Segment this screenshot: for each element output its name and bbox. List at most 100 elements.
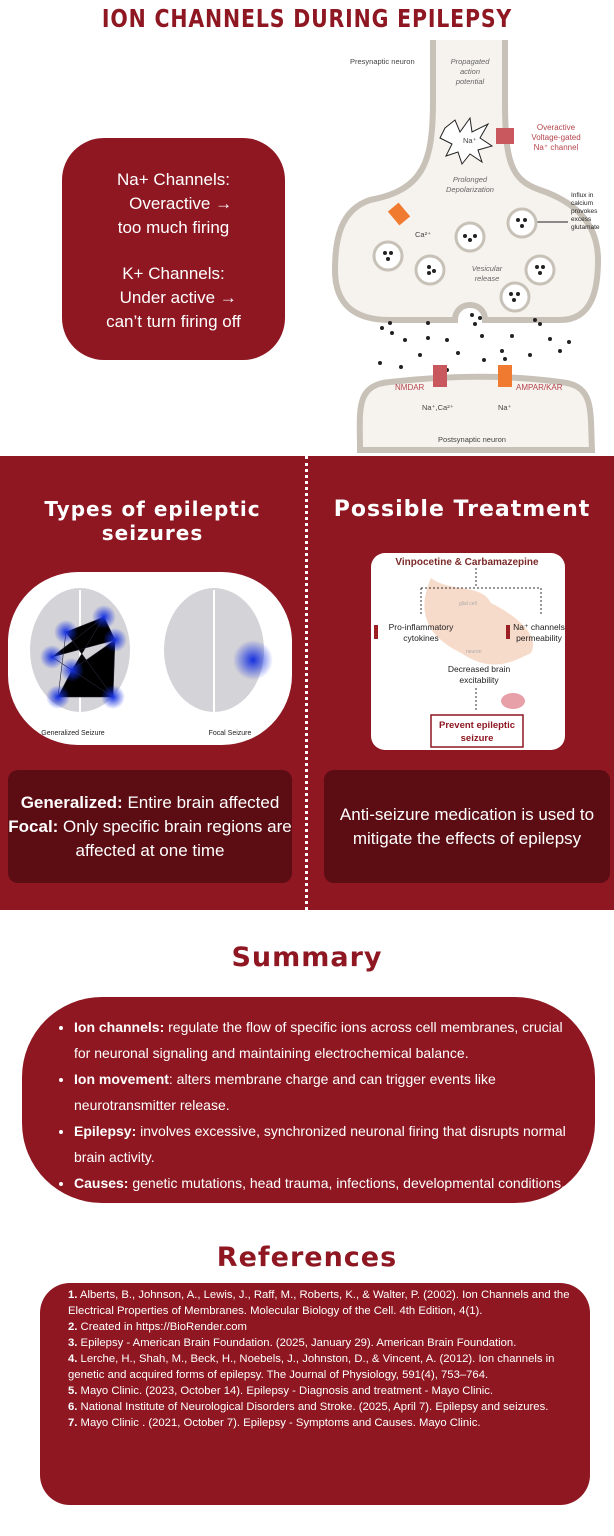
neurotransmitter-dot <box>470 313 474 317</box>
neurotransmitter-dot <box>403 338 407 342</box>
neurotransmitter-dot <box>378 361 382 365</box>
diagram-label: Voltage-gated <box>531 133 580 142</box>
diagram-label: Overactive <box>537 123 576 132</box>
postsynaptic-label: Postsynaptic neuron <box>438 435 506 444</box>
neurotransmitter-dot <box>418 353 422 357</box>
neurotransmitter-dot <box>535 265 539 269</box>
diagram-label: seizure <box>461 733 494 744</box>
generalized-text: Entire brain affected <box>122 792 280 812</box>
nmdar-ions-label: Na⁺,Ca²⁺ <box>422 403 454 412</box>
neurotransmitter-dot <box>533 318 537 322</box>
diagram-label: Prevent epileptic <box>439 720 515 731</box>
seizure-types-box: Generalized: Entire brain affected Focal… <box>8 770 292 883</box>
k-line: can’t turn firing off <box>106 312 241 331</box>
neurotransmitter-dot <box>509 292 513 296</box>
neurotransmitter-dot <box>538 322 542 326</box>
neurotransmitter-dot <box>426 336 430 340</box>
diagram-label: glutamate <box>571 224 600 231</box>
diagram-label: action <box>460 67 480 76</box>
neurotransmitter-dot <box>480 334 484 338</box>
reference-item: 7. Mayo Clinic . (2021, October 7). Epil… <box>68 1417 481 1429</box>
neurotransmitter-dot <box>380 326 384 330</box>
generalized-caption: Generalized Seizure <box>41 730 105 737</box>
references-heading: References <box>216 1242 398 1273</box>
neuron-label: neuron <box>466 649 482 655</box>
diagram-label: potential <box>455 77 485 86</box>
na-heading: Na+ Channels: <box>117 170 230 189</box>
diagram-label: Decreased brain <box>448 664 511 674</box>
ca-label: Ca²⁺ <box>415 230 431 239</box>
diagram-label: Vesicular <box>472 264 503 273</box>
neurotransmitter-dot <box>463 234 467 238</box>
focal-caption: Focal Seizure <box>209 730 252 737</box>
neurotransmitter-dot <box>482 358 486 362</box>
treatment-heading: Possible Treatment <box>333 497 591 522</box>
ion-channel-box: Na+ Channels: Overactive → too much firi… <box>62 138 285 360</box>
reference-item: 4. Lerche, H., Shah, M., Beck, H., Noebe… <box>68 1353 555 1381</box>
neurotransmitter-dot <box>503 357 507 361</box>
diagram-label: excess <box>571 216 592 223</box>
reference-item: 5. Mayo Clinic. (2023, October 14). Epil… <box>68 1385 494 1397</box>
summary-box: Ion channels: regulate the flow of speci… <box>22 997 595 1217</box>
neurotransmitter-dot <box>473 322 477 326</box>
down-arrow-icon <box>506 625 510 639</box>
types-heading: Types of epileptic seizures <box>44 497 261 545</box>
summary-item: Causes: genetic mutations, head trauma, … <box>74 1171 575 1222</box>
down-arrow-icon <box>374 625 378 639</box>
neurotransmitter-dot <box>445 338 449 342</box>
action-potential-burst-icon <box>439 116 494 166</box>
diagram-label: Depolarization <box>446 185 494 194</box>
neurotransmitter-dot <box>388 321 392 325</box>
seizure-brain-image: Generalized Seizure Focal Seizure <box>8 572 292 745</box>
neurotransmitter-dot <box>541 265 545 269</box>
diagram-label: Na⁺ channels <box>513 622 565 632</box>
neurotransmitter-dot <box>558 349 562 353</box>
neurotransmitter-dot <box>427 265 431 269</box>
focal-label: Focal: <box>8 816 59 836</box>
summary-item: Ion channels: regulate the flow of speci… <box>74 1015 575 1066</box>
na-channel-icon <box>496 128 514 144</box>
treatment-diagram: Vinpocetine & Carbamazepine glial cell n… <box>371 553 565 750</box>
neurotransmitter-dot <box>426 321 430 325</box>
diagram-label: Influx in <box>571 192 594 199</box>
ampar-label: AMPAR/KAR <box>516 383 563 392</box>
diagram-label: excitability <box>459 675 499 685</box>
reference-item: 3. Epilepsy - American Brain Foundation.… <box>68 1337 517 1349</box>
dotted-divider <box>305 456 308 910</box>
neurotransmitter-dot <box>456 351 460 355</box>
neuron-cell-icon <box>424 578 533 665</box>
neurotransmitter-dot <box>516 292 520 296</box>
neurotransmitter-dot <box>510 334 514 338</box>
neurotransmitter-dot <box>478 316 482 320</box>
drug-label: Vinpocetine & Carbamazepine <box>395 557 539 568</box>
synapse-diagram: Presynaptic neuron Propagated action pot… <box>331 40 602 453</box>
prevent-seizure-box <box>430 714 524 748</box>
na-line: too much firing <box>117 218 230 237</box>
neurotransmitter-dot <box>567 340 571 344</box>
neurotransmitter-dot <box>473 234 477 238</box>
diagram-label: Na⁺ channel <box>534 143 579 152</box>
diagram-label: Propagated <box>451 57 491 66</box>
glial-label: glial cell <box>459 601 477 607</box>
diagram-label: provokes <box>571 208 598 215</box>
k-line: Under active → <box>119 288 237 307</box>
neurotransmitter-dot <box>528 353 532 357</box>
vesicles <box>372 207 556 313</box>
neurotransmitter-dot <box>516 218 520 222</box>
diagram-label: Prolonged <box>453 175 488 184</box>
na-line: Overactive → <box>129 194 233 213</box>
ampar-ions-label: Na⁺ <box>498 403 512 412</box>
page-title: ION CHANNELS DURING EPILEPSY <box>101 4 513 33</box>
treatment-text: Anti-seizure medication is used to mitig… <box>339 804 595 848</box>
neurotransmitter-dot <box>427 271 431 275</box>
neurotransmitter-dot <box>386 257 390 261</box>
neurotransmitter-dot <box>399 365 403 369</box>
nmdar-label: NMDAR <box>395 383 425 392</box>
references-box: 1. Alberts, B., Johnson, A., Lewis, J., … <box>40 1283 590 1505</box>
neurotransmitter-dot <box>389 251 393 255</box>
neurotransmitter-dot <box>512 298 516 302</box>
neurotransmitter-dot <box>500 349 504 353</box>
summary-heading: Summary <box>231 942 383 973</box>
na-ion-label: Na⁺ <box>463 136 477 145</box>
diagram-label: cytokines <box>403 633 438 643</box>
